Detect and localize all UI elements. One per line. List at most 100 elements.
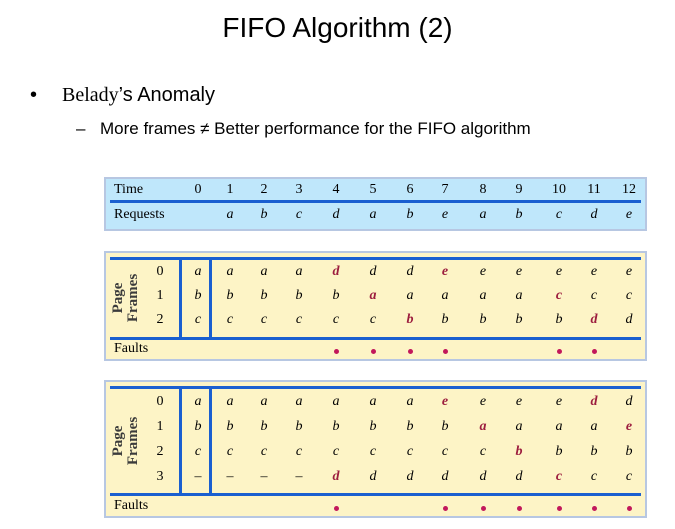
table3-top-rule bbox=[110, 257, 641, 260]
fault-dot bbox=[591, 349, 597, 354]
frame-cell: b bbox=[441, 419, 449, 434]
frame-cell: e bbox=[479, 264, 487, 279]
frame-cell: b bbox=[590, 444, 598, 459]
frame-cell: e bbox=[625, 264, 633, 279]
frame-cell: a bbox=[226, 394, 234, 409]
frame-cell: b bbox=[295, 288, 303, 303]
table3-page-frames-label: Page Frames bbox=[110, 273, 141, 323]
frame-cell: c bbox=[625, 469, 633, 484]
frame-cell: d bbox=[590, 312, 598, 327]
table4-page-frames-label: Page Frames bbox=[110, 416, 141, 466]
frame-cell: d bbox=[369, 469, 377, 484]
time-value: 1 bbox=[226, 182, 234, 197]
request-value: a bbox=[369, 207, 377, 222]
bullet-marker: • bbox=[30, 84, 38, 106]
frame-cell: a bbox=[441, 288, 449, 303]
frame-cell: c bbox=[555, 288, 563, 303]
time-value: 3 bbox=[295, 182, 303, 197]
frame-cell: a bbox=[406, 394, 414, 409]
frame-cell: b bbox=[515, 312, 523, 327]
frame-cell: a bbox=[194, 264, 202, 279]
frame-cell: a bbox=[369, 394, 377, 409]
frame-cell: c bbox=[295, 444, 303, 459]
frame-number: 2 bbox=[156, 312, 164, 327]
frame-cell: b bbox=[406, 312, 414, 327]
time-value: 12 bbox=[622, 182, 636, 197]
frame-number: 1 bbox=[156, 288, 164, 303]
frame-cell: d bbox=[332, 469, 340, 484]
time-value: 7 bbox=[441, 182, 449, 197]
request-value: d bbox=[332, 207, 340, 222]
frame-cell: a bbox=[194, 394, 202, 409]
fault-dot bbox=[556, 506, 562, 511]
table4-label-divider bbox=[179, 386, 182, 493]
frame-cell: c bbox=[369, 312, 377, 327]
fault-dot bbox=[480, 506, 486, 511]
frame-cell: a bbox=[295, 394, 303, 409]
frame-cell: c bbox=[555, 469, 563, 484]
table3-label-divider bbox=[179, 257, 182, 337]
request-value: b bbox=[406, 207, 414, 222]
bullet-text: Belady’s Anomaly bbox=[62, 84, 215, 107]
table4-top-rule bbox=[110, 386, 641, 389]
frame-cell: a bbox=[479, 288, 487, 303]
frame-cell: b bbox=[226, 419, 234, 434]
request-value: b bbox=[515, 207, 523, 222]
table4-faults-label: Faults bbox=[114, 498, 149, 513]
frame-cell: a bbox=[406, 288, 414, 303]
sub-bullet-text: More frames ≠ Better performance for the… bbox=[100, 119, 531, 138]
frame-cell: c bbox=[406, 444, 414, 459]
frame-cell: e bbox=[555, 394, 563, 409]
time-value: 10 bbox=[552, 182, 566, 197]
frame-cell: e bbox=[441, 264, 449, 279]
fault-dot bbox=[407, 349, 413, 354]
time-value: 6 bbox=[406, 182, 414, 197]
frame-cell: a bbox=[260, 394, 268, 409]
fault-dot bbox=[370, 349, 376, 354]
frame-cell: b bbox=[555, 312, 563, 327]
request-value: d bbox=[590, 207, 598, 222]
frame-cell: b bbox=[332, 419, 340, 434]
frame-cell: a bbox=[332, 394, 340, 409]
frame-cell: – bbox=[194, 469, 202, 484]
frame-cell: b bbox=[295, 419, 303, 434]
frame-cell: d bbox=[590, 394, 598, 409]
frame-cell: e bbox=[555, 264, 563, 279]
frame-cell: a bbox=[369, 288, 377, 303]
frame-cell: c bbox=[590, 469, 598, 484]
frame-cell: c bbox=[332, 444, 340, 459]
frame-cell: d bbox=[515, 469, 523, 484]
frame-number: 0 bbox=[156, 394, 164, 409]
frame-cell: b bbox=[441, 312, 449, 327]
frame-cell: b bbox=[515, 444, 523, 459]
fault-dot bbox=[333, 349, 339, 354]
frame-cell: d bbox=[369, 264, 377, 279]
frame-cell: e bbox=[441, 394, 449, 409]
frame-cell: b bbox=[479, 312, 487, 327]
table3-faults-label: Faults bbox=[114, 341, 149, 356]
frame-cell: e bbox=[515, 264, 523, 279]
frame-number: 2 bbox=[156, 444, 164, 459]
frame-cell: b bbox=[406, 419, 414, 434]
fault-dot bbox=[442, 349, 448, 354]
frame-cell: b bbox=[226, 288, 234, 303]
time-label: Time bbox=[114, 182, 144, 197]
frame-cell: b bbox=[332, 288, 340, 303]
frame-cell: a bbox=[479, 419, 487, 434]
frame-cell: d bbox=[625, 394, 633, 409]
frame-cell: a bbox=[515, 419, 523, 434]
frame-cell: c bbox=[369, 444, 377, 459]
request-value: a bbox=[226, 207, 234, 222]
frame-cell: c bbox=[194, 312, 202, 327]
time-value: 0 bbox=[194, 182, 202, 197]
frame-cell: d bbox=[406, 264, 414, 279]
frame-cell: c bbox=[332, 312, 340, 327]
frame-cell: a bbox=[226, 264, 234, 279]
request-value: c bbox=[555, 207, 563, 222]
frame-number: 3 bbox=[156, 469, 164, 484]
frame-cell: b bbox=[194, 419, 202, 434]
frame-cell: b bbox=[555, 444, 563, 459]
frame-cell: c bbox=[226, 312, 234, 327]
